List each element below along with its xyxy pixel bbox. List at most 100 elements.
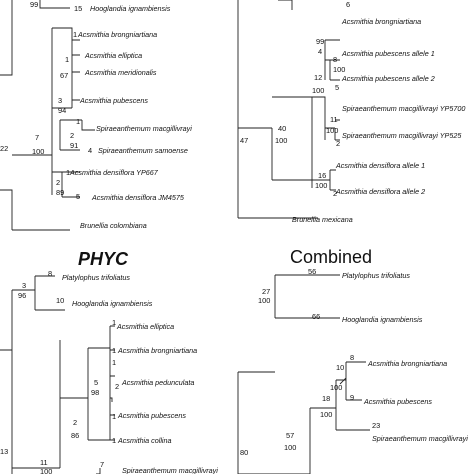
support-100: 100 xyxy=(326,126,338,135)
branch-length-3: 3 xyxy=(22,281,26,290)
branch-length-1: 1 xyxy=(112,318,116,327)
tip-spiraeanthemum-macgillivrayi: Spiraeanthemum macgillivrayi xyxy=(372,434,468,443)
tip-acsmithia-collina: Acsmithia collina xyxy=(117,436,172,445)
tip-acsmithia-densiflora-yp667: Acsmithia densiflora YP667 xyxy=(69,168,159,177)
branch-length-5: 5 xyxy=(76,192,80,201)
branch-length-1: 1 xyxy=(76,117,80,126)
branch-length-2: 2 xyxy=(336,139,340,148)
tip-spiraeanthemum-macgillivrayi: Spiraeanthemum macgillivrayi xyxy=(96,124,192,133)
support-100: 100 xyxy=(258,296,270,305)
branch-length-2: 2 xyxy=(70,131,74,140)
branch-length-1: 1 xyxy=(65,55,69,64)
branch-length-15: 15 xyxy=(74,4,82,13)
support-94: 94 xyxy=(58,106,66,115)
support-99: 99 xyxy=(316,37,324,46)
branch-length-56: 56 xyxy=(308,267,316,276)
branch-length-2: 2 xyxy=(115,382,119,391)
support-91: 91 xyxy=(70,141,78,150)
tip-hooglandia-ignambiensis: Hooglandia ignambiensis xyxy=(342,315,423,324)
tip-platylophus-trifoliatus: Platylophus trifoliatus xyxy=(62,273,130,282)
tree-branches xyxy=(0,275,115,474)
tip-platylophus-trifoliatus: Platylophus trifoliatus xyxy=(342,271,410,280)
branch-length-3: 3 xyxy=(58,96,62,105)
branch-length-5: 5 xyxy=(94,378,98,387)
branch-length-11: 11 xyxy=(40,458,48,467)
branch-length-6: 6 xyxy=(346,0,350,9)
tree-branches xyxy=(0,0,95,231)
branch-length-13: 13 xyxy=(0,447,8,456)
branch-length-8: 8 xyxy=(350,353,354,362)
branch-length-16: 16 xyxy=(318,171,326,180)
branch-length-47: 47 xyxy=(240,136,248,145)
tip-acsmithia-elliptica: Acsmithia elliptica xyxy=(116,322,174,331)
branch-length-12: 12 xyxy=(314,73,322,82)
tip-acsmithia-densiflora-jm4575: Acsmithia densiflora JM4575 xyxy=(91,193,185,202)
panel-phyc-tree: PHYC Platylophus trifoliatus Hooglandia … xyxy=(0,249,218,474)
branch-length-1: 1 xyxy=(112,346,116,355)
tip-acsmithia-brongniartiana: Acsmithia brongniartiana xyxy=(77,30,157,39)
support-99: 99 xyxy=(30,0,38,9)
tip-spiraeanthemum-samoense: Spiraeanthemum samoense xyxy=(98,146,188,155)
tip-acsmithia-densiflora-allele-2: Acsmithia densiflora allele 2 xyxy=(335,187,425,196)
support-100: 100 xyxy=(315,181,327,190)
tip-acsmithia-brongniartiana: Acsmithia brongniartiana xyxy=(117,346,197,355)
branch-length-7: 7 xyxy=(35,133,39,142)
branch-length-1: 1 xyxy=(112,436,116,445)
panel-combined-tree: Combined Platylophus trifoliatus Hooglan… xyxy=(237,247,468,474)
tip-acsmithia-brongniartiana: Acsmithia brongniartiana xyxy=(367,359,447,368)
branch-length-18: 18 xyxy=(322,394,330,403)
tip-hooglandia: Hooglandia ignambiensis xyxy=(90,4,171,13)
support-67: 67 xyxy=(60,71,68,80)
tip-spiraeanthemum-macgillivrayi: Spiraeanthemum macgillivrayi xyxy=(122,466,218,474)
tip-acsmithia-densiflora-allele-1: Acsmithia densiflora allele 1 xyxy=(335,161,425,170)
panel-top-left-tree: Hooglandia ignambiensis Acsmithia brongn… xyxy=(0,0,192,231)
branch-length-1: 1 xyxy=(112,412,116,421)
tip-hooglandia-ignambiensis: Hooglandia ignambiensis xyxy=(72,299,153,308)
branch-length-7: 7 xyxy=(100,460,104,469)
tip-brunellia-mexicana: Brunellia mexicana xyxy=(292,215,353,224)
tip-spiraeanthemum-macgillivrayi-yp5700: Spiraeanthemum macgillivrayi YP5700 xyxy=(342,104,465,113)
tip-spiraeanthemum-macgillivrayi-yp525: Spiraeanthemum macgillivrayi YP525 xyxy=(342,131,462,140)
branch-length-10: 10 xyxy=(56,296,64,305)
tip-acsmithia-pubescens: Acsmithia pubescens xyxy=(79,96,148,105)
panel-title-phyc: PHYC xyxy=(78,249,129,269)
branch-length-2: 2 xyxy=(333,189,337,198)
branch-length-5: 5 xyxy=(335,83,339,92)
support-100: 100 xyxy=(333,65,345,74)
branch-length-4: 4 xyxy=(88,146,92,155)
support-89: 89 xyxy=(56,188,64,197)
support-96: 96 xyxy=(18,291,26,300)
support-100: 100 xyxy=(330,383,342,392)
branch-length-1: 1 xyxy=(112,358,116,367)
branch-length-40: 40 xyxy=(278,124,286,133)
branch-length-2: 2 xyxy=(56,178,60,187)
tip-acsmithia-meridionalis: Acsmithia meridionalis xyxy=(84,68,157,77)
panel-title-combined: Combined xyxy=(290,247,372,267)
support-100: 100 xyxy=(320,410,332,419)
branch-length-27: 27 xyxy=(262,287,270,296)
branch-length-9: 9 xyxy=(350,393,354,402)
branch-length-1: 1 xyxy=(66,168,70,177)
branch-length-10: 10 xyxy=(336,363,344,372)
support-98: 98 xyxy=(91,388,99,397)
support-100: 100 xyxy=(312,86,324,95)
support-100: 100 xyxy=(284,443,296,452)
panel-top-right-tree: Acsmithia brongniartiana Acsmithia pubes… xyxy=(237,0,465,224)
tree-branches xyxy=(237,274,370,474)
tip-acsmithia-elliptica: Acsmithia elliptica xyxy=(84,51,142,60)
branch-length-11: 11 xyxy=(330,115,338,124)
tip-brunellia-colombiana: Brunellia colombiana xyxy=(80,221,147,230)
tip-acsmithia-pedunculata: Acsmithia pedunculata xyxy=(121,378,194,387)
support-22: 22 xyxy=(0,144,8,153)
branch-length-8: 8 xyxy=(333,55,337,64)
branch-length-57: 57 xyxy=(286,431,294,440)
tip-acsmithia-brongniartiana: Acsmithia brongniartiana xyxy=(341,17,421,26)
tip-acsmithia-pubescens-allele-2: Acsmithia pubescens allele 2 xyxy=(341,74,435,83)
tip-acsmithia-pubescens-allele-1: Acsmithia pubescens allele 1 xyxy=(341,49,435,58)
support-100: 100 xyxy=(275,136,287,145)
branch-length-1: 1 xyxy=(73,30,77,39)
support-86: 86 xyxy=(71,431,79,440)
branch-length-8: 8 xyxy=(48,269,52,278)
branch-length-2: 2 xyxy=(73,418,77,427)
